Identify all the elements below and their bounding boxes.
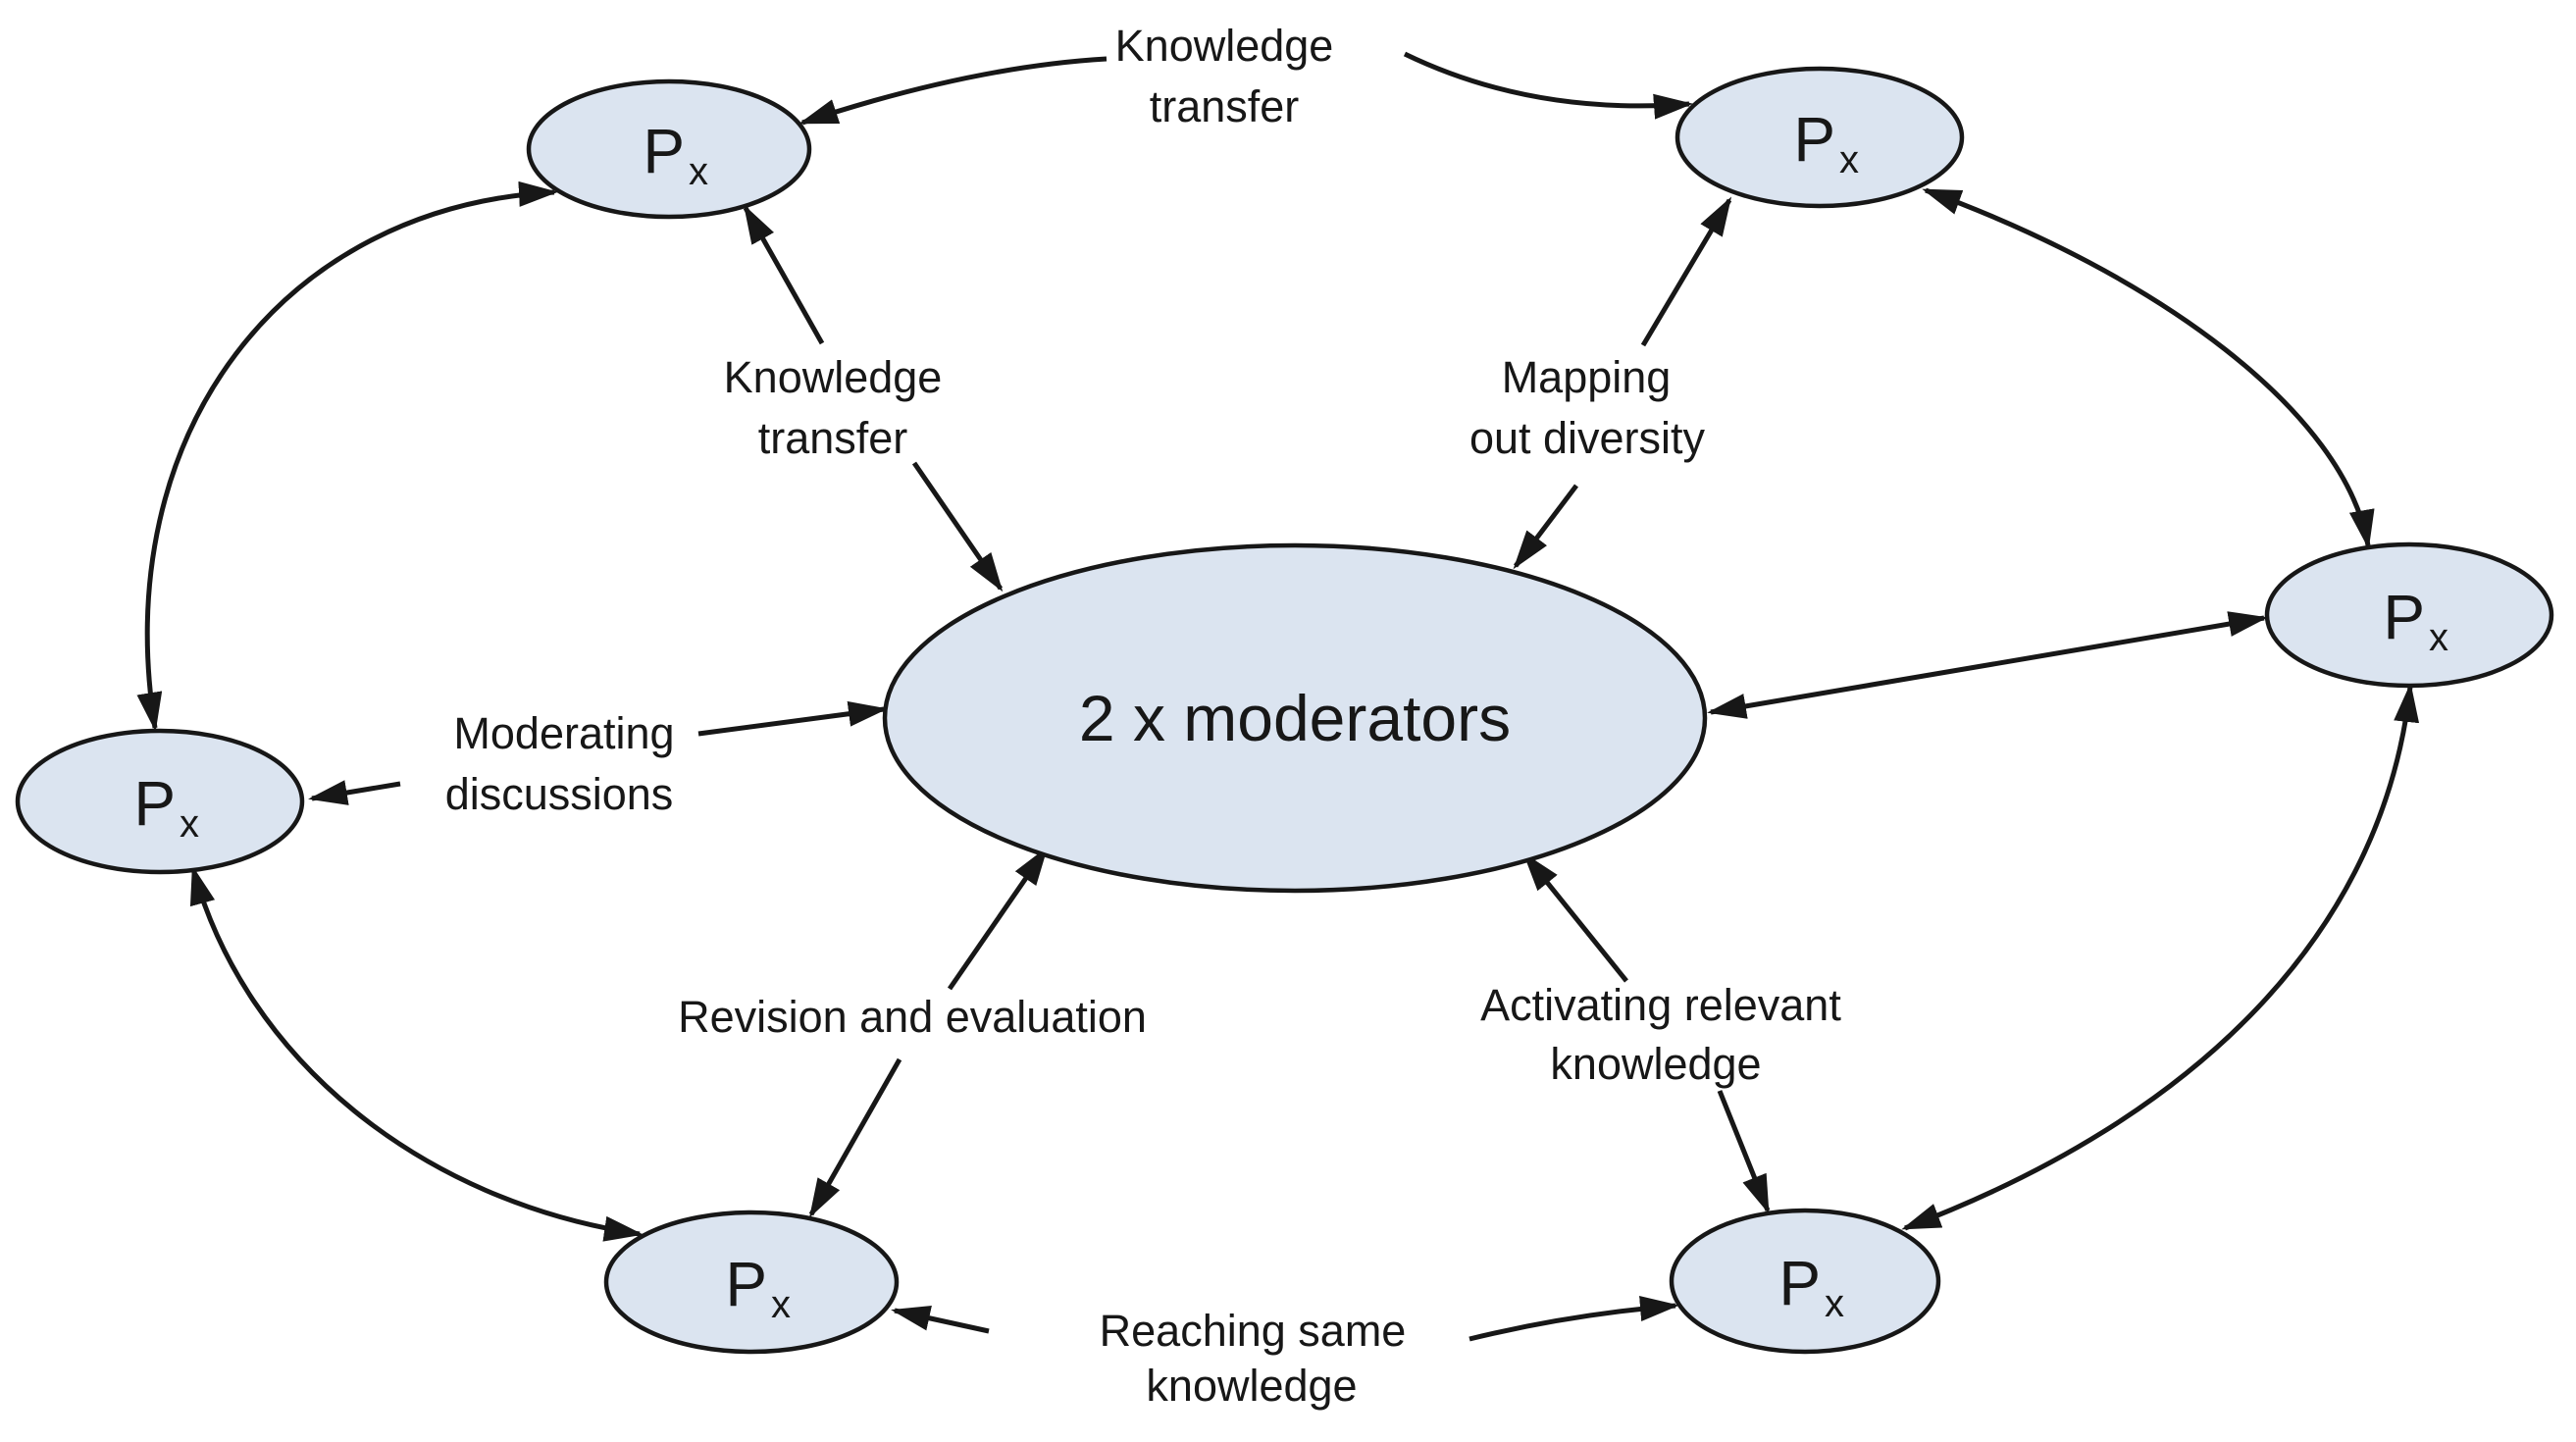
node-center-ellipse <box>882 542 1708 894</box>
node-participant-bottom-left: P x <box>603 1210 900 1355</box>
edge-activating-to-bottomright <box>1717 1090 1771 1214</box>
edge-knowledge-transfer-top-to-topright <box>1403 51 1693 120</box>
participant-label-subscript: x <box>771 1283 791 1326</box>
participant-label: P <box>725 1249 767 1319</box>
edge-reaching-to-bottomright <box>1468 1296 1679 1342</box>
edge-mapping-to-topright <box>1640 196 1732 347</box>
participant-ellipse <box>526 78 812 220</box>
participant-label-subscript: x <box>689 150 708 193</box>
label-moderating-discussions: Moderating discussions <box>445 708 675 819</box>
node-participant-top-left: P x <box>526 78 812 220</box>
participant-ellipse <box>2264 541 2554 689</box>
participant-label-subscript: x <box>180 802 199 846</box>
node-participant-right: P x <box>2264 541 2554 689</box>
participant-label-subscript: x <box>2429 616 2448 659</box>
edge-knowledge-transfer-mid-to-center <box>911 461 1004 592</box>
label-mapping-out-diversity: Mapping out diversity <box>1469 352 1706 463</box>
edge-revision-to-bottomleft <box>808 1057 902 1218</box>
label-line: Activating relevant <box>1480 980 1841 1030</box>
edge-center-right-bidirectional <box>1707 611 2268 719</box>
label-knowledge-transfer-top: Knowledge transfer <box>1115 21 1334 131</box>
participant-ellipse <box>15 728 305 875</box>
label-line: Knowledge <box>1115 21 1334 71</box>
label-line: transfer <box>1150 81 1300 131</box>
node-participant-bottom-right: P x <box>1669 1208 1941 1355</box>
edge-moderating-to-center <box>697 700 888 737</box>
label-activating-relevant-knowledge: Activating relevant knowledge <box>1480 980 1841 1089</box>
edge-knowledge-transfer-top-to-topleft <box>799 56 1108 126</box>
arc-right-to-bottomright <box>1901 683 2420 1231</box>
label-line: Revision and evaluation <box>678 992 1147 1042</box>
label-line: Knowledge <box>724 352 943 402</box>
arc-left-to-bottomleft <box>189 865 644 1242</box>
label-line: out diversity <box>1469 413 1706 463</box>
label-line: Reaching same <box>1100 1306 1407 1356</box>
edge-moderating-to-left <box>308 780 401 805</box>
participant-ellipse <box>603 1210 900 1355</box>
edge-activating-to-center <box>1522 851 1628 983</box>
node-participant-top-right: P x <box>1674 66 1965 209</box>
edge-reaching-to-bottomleft <box>891 1305 990 1334</box>
participant-label: P <box>2383 582 2425 652</box>
arc-topleft-to-left <box>136 180 558 732</box>
edge-revision-to-center <box>947 846 1049 991</box>
participant-label: P <box>1793 104 1835 175</box>
label-line: discussions <box>445 769 674 819</box>
participant-ellipse <box>1669 1208 1941 1355</box>
node-center: 2 x moderators <box>882 542 1708 894</box>
participant-label: P <box>133 768 176 839</box>
participant-label: P <box>1778 1248 1821 1318</box>
edge-mapping-to-center <box>1513 484 1578 570</box>
node-participant-left: P x <box>15 728 305 875</box>
participant-ellipse <box>1674 66 1965 209</box>
label-line: Mapping <box>1502 352 1672 402</box>
edge-knowledge-transfer-mid-to-topleft <box>743 204 825 345</box>
label-revision-and-evaluation: Revision and evaluation <box>678 992 1147 1042</box>
label-knowledge-transfer-mid: Knowledge transfer <box>724 352 943 463</box>
label-line: transfer <box>758 413 908 463</box>
arc-topright-to-right <box>1922 187 2375 549</box>
participant-label-subscript: x <box>1825 1282 1844 1325</box>
label-line: knowledge <box>1146 1361 1357 1411</box>
node-center-label: 2 x moderators <box>1079 682 1511 754</box>
label-reaching-same-knowledge: Reaching same knowledge <box>1100 1306 1407 1411</box>
label-line: Moderating <box>453 708 674 758</box>
label-line: knowledge <box>1550 1039 1761 1089</box>
participant-label: P <box>643 116 685 186</box>
participant-label-subscript: x <box>1839 138 1859 181</box>
